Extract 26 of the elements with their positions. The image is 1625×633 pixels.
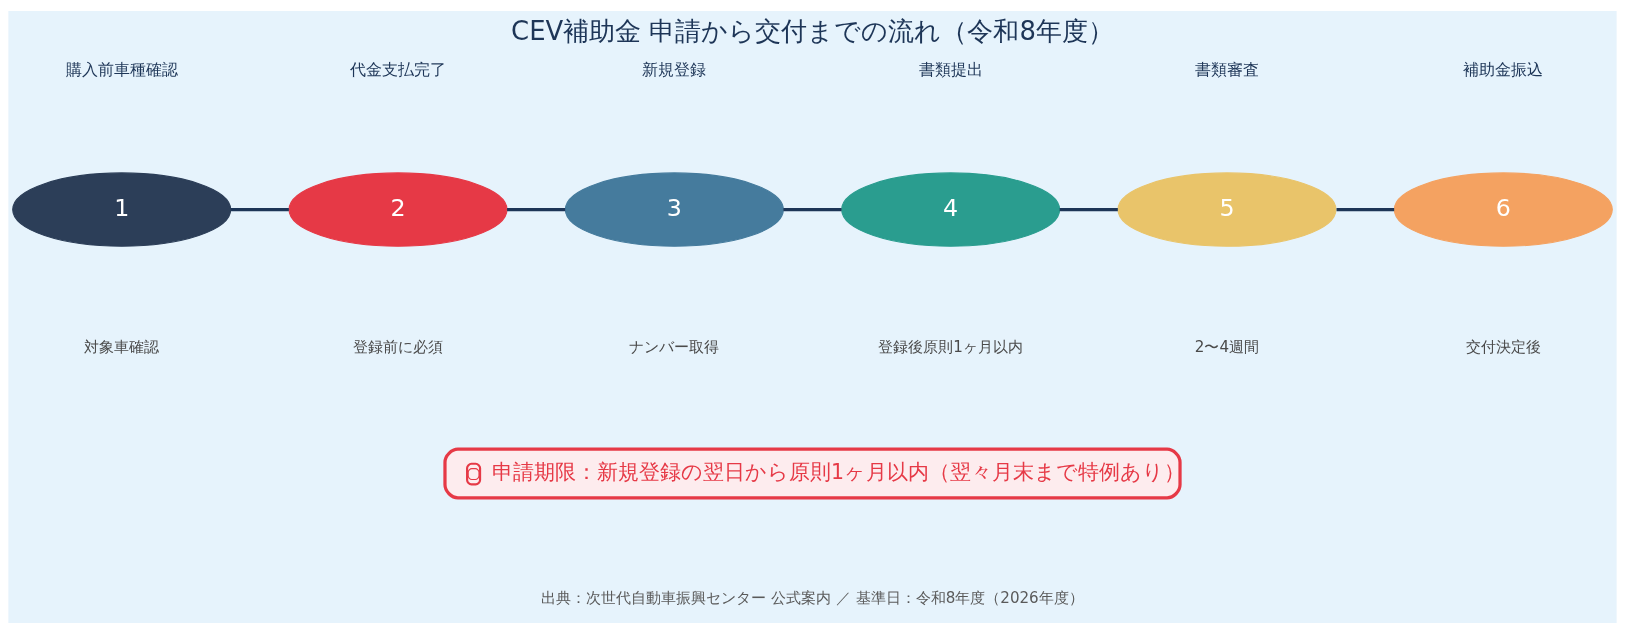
diagram-title: CEV補助金 申請から交付までの流れ（令和8年度） <box>511 15 1114 46</box>
label: 補助金振込 <box>1463 59 1544 79</box>
node-ellipse: 2 <box>288 171 508 247</box>
connector <box>1336 207 1395 211</box>
label: 登録後原則1ヶ月以内 <box>878 337 1023 356</box>
label: 新規登録 <box>642 59 707 79</box>
node-ellipse: 1 <box>12 171 232 247</box>
node-ellipse: 5 <box>1117 171 1337 247</box>
node-ellipse: 4 <box>841 171 1061 247</box>
node-box: 申請期限：新規登録の翌日から原則1ヶ月以内（翌々月末まで特例あり） <box>443 447 1182 499</box>
label: 2〜4週間 <box>1194 337 1260 356</box>
connector <box>1059 207 1118 211</box>
connector <box>783 207 842 211</box>
label: 対象車確認 <box>84 337 160 356</box>
label: 購入前車種確認 <box>65 59 178 79</box>
caption: 出典：次世代自動車振興センター 公式案内 ／ 基準日：令和8年度（2026年度） <box>541 588 1084 607</box>
connector <box>230 207 289 211</box>
node-ellipse: 3 <box>564 171 784 247</box>
connector <box>507 207 566 211</box>
label: ナンバー取得 <box>629 337 720 356</box>
label: 代金支払完了 <box>350 59 447 79</box>
label: 登録前に必須 <box>353 337 444 356</box>
label: 交付決定後 <box>1465 337 1541 356</box>
label: 書類審査 <box>1194 59 1259 79</box>
node-ellipse: 6 <box>1393 171 1613 247</box>
label: 書類提出 <box>918 59 983 79</box>
